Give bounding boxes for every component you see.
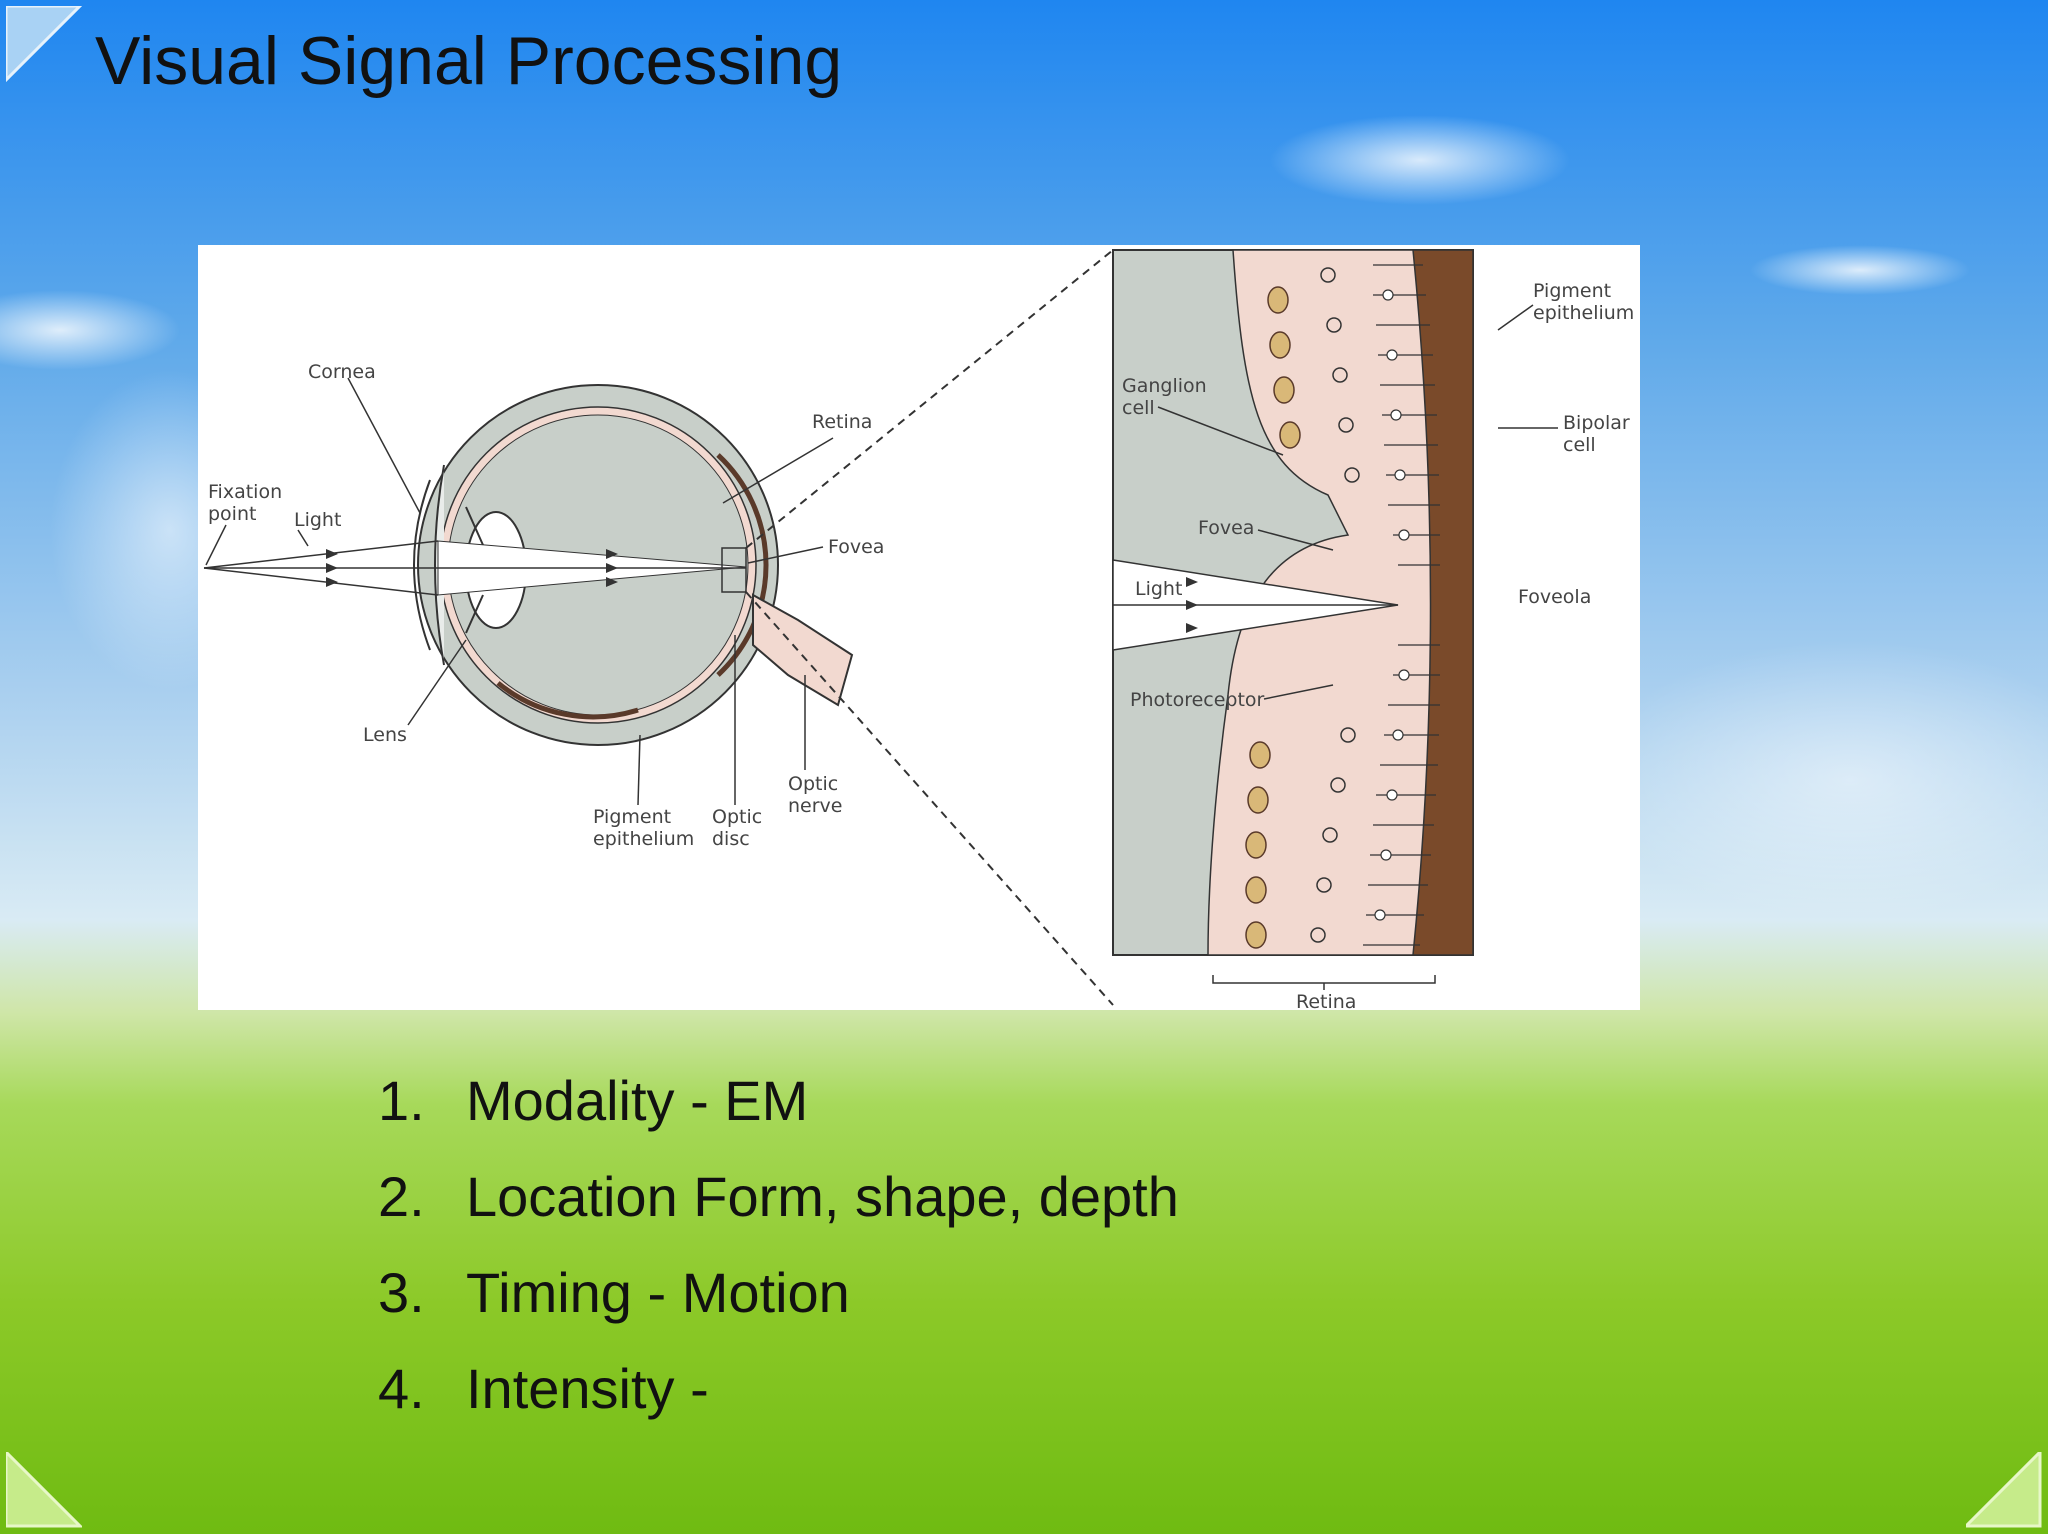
eye-retina-diagram: Cornea Fixation point Light Lens Retina … [198,245,1640,1010]
label-light-left: Light [294,509,341,531]
label-fixation-point-line1: Fixation [208,481,282,503]
list-item-number: 4. [378,1357,425,1420]
retina-detail-panel [1112,249,1474,956]
label-optic-disc-line2: disc [712,828,750,850]
list-item: 3. Timing - Motion [378,1252,1179,1348]
diagram-labels: Cornea Fixation point Light Lens Retina … [208,280,1634,1010]
list-item-number: 1. [378,1069,425,1132]
corner-triangle-bottom-right [1966,1452,2042,1528]
label-optic-nerve-line2: nerve [788,795,842,817]
label-pigment-epithelium-left-line2: epithelium [593,828,694,850]
corner-triangle-bottom-left [6,1452,82,1528]
label-fixation-point-line2: point [208,503,256,525]
label-retina-bottom: Retina [1296,991,1356,1010]
label-ganglion-cell-line1: Ganglion [1122,375,1207,397]
list-item-number: 3. [378,1261,425,1324]
list-item-text: Modality - EM [466,1069,809,1132]
label-bipolar-cell-line2: cell [1563,434,1596,456]
label-pigment-epithelium-right-line1: Pigment [1533,280,1611,302]
label-fovea-left: Fovea [828,536,884,558]
label-light-right: Light [1135,578,1182,600]
eye-diagram-svg: Cornea Fixation point Light Lens Retina … [203,249,1634,1010]
label-lens: Lens [363,724,407,746]
retina-bracket [1212,975,1436,990]
label-pigment-epithelium-right-line2: epithelium [1533,302,1634,324]
label-optic-nerve-line1: Optic [788,773,838,795]
label-leader-lines [205,304,1558,806]
label-optic-disc-line1: Optic [712,806,762,828]
slide-title: Visual Signal Processing [95,23,843,99]
label-ganglion-cell-line2: cell [1122,397,1155,419]
list-item-text: Timing - Motion [466,1261,850,1324]
list-item-text: Location Form, shape, depth [466,1165,1179,1228]
label-bipolar-cell-line1: Bipolar [1563,412,1630,434]
retina-cells [1245,264,1440,949]
numbered-list: 1. Modality - EM 2. Location Form, shape, … [378,1060,1179,1444]
label-foveola: Foveola [1518,586,1591,608]
list-item: 2. Location Form, shape, depth [378,1156,1179,1252]
label-pigment-epithelium-left-line1: Pigment [593,806,671,828]
list-item: 4. Intensity - [378,1348,1179,1444]
list-item-text: Intensity - [466,1357,709,1420]
list-item-number: 2. [378,1165,425,1228]
label-retina-top: Retina [812,411,872,433]
list-item: 1. Modality - EM [378,1060,1179,1156]
corner-triangle-top-left [6,6,82,82]
zoom-dashed-lines [745,249,1114,1006]
label-fovea-right: Fovea [1198,517,1254,539]
label-photoreceptor: Photoreceptor [1130,689,1265,711]
label-cornea: Cornea [308,361,376,383]
eyeball-cross-section [203,384,854,746]
